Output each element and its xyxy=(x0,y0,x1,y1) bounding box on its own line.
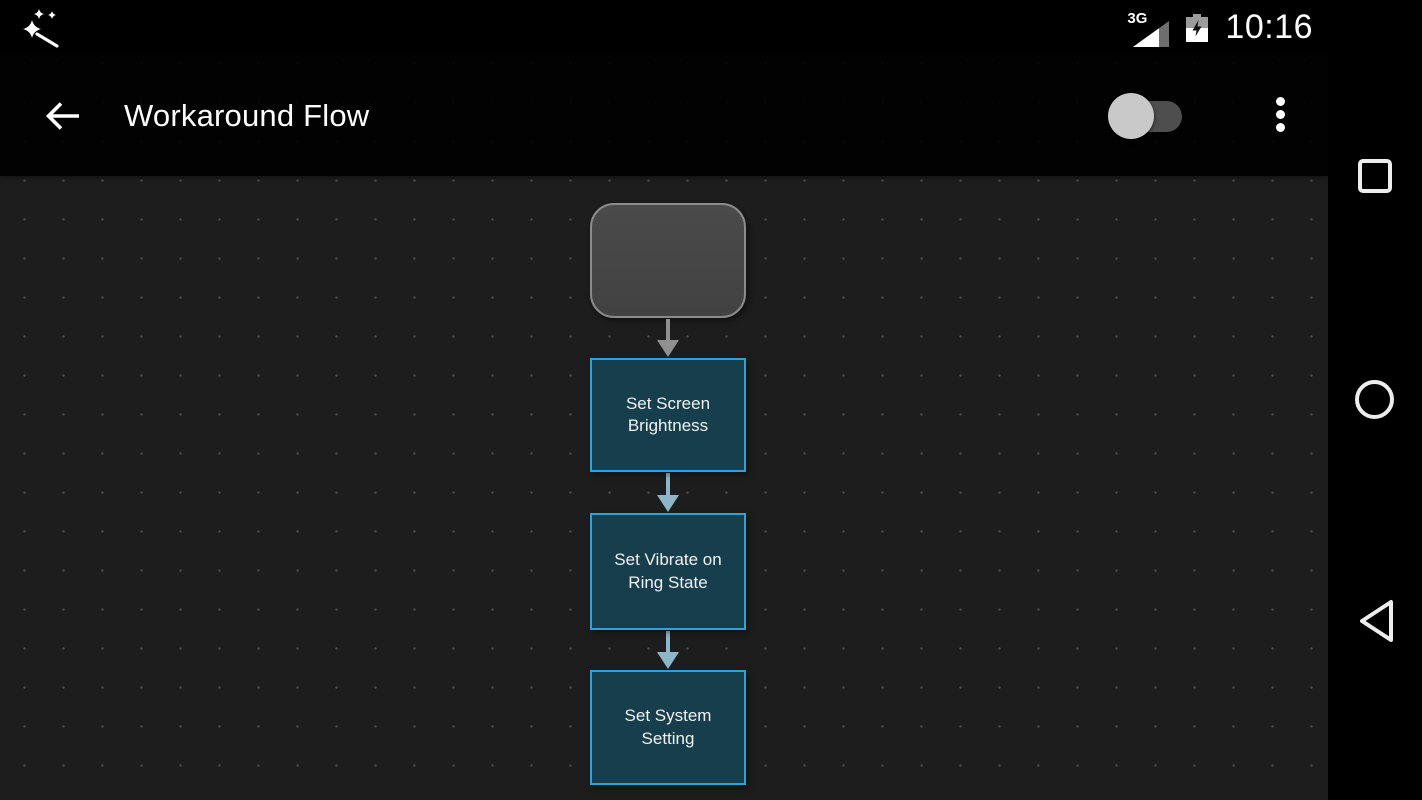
flow-node-set-screen-brightness[interactable]: Set Screen Brightness xyxy=(590,358,746,472)
overflow-menu-icon[interactable] xyxy=(1271,97,1289,137)
connector-arrow xyxy=(657,319,679,357)
flow-node-label: Set System Setting xyxy=(624,706,712,748)
connector-arrow xyxy=(657,631,679,669)
flow-canvas[interactable]: Set Screen Brightness Set Vibrate on Rin… xyxy=(0,55,1328,800)
app-bar: Workaround Flow xyxy=(0,55,1328,176)
home-button-icon[interactable] xyxy=(1355,380,1394,419)
back-button-icon[interactable] xyxy=(1357,598,1395,644)
connector-arrow xyxy=(657,473,679,512)
flow-node-set-system-setting[interactable]: Set System Setting xyxy=(590,670,746,785)
page-title: Workaround Flow xyxy=(124,97,370,133)
flow-node-label: Set Vibrate on Ring State xyxy=(614,550,722,592)
recents-button-icon[interactable] xyxy=(1358,159,1392,193)
status-bar-right: 3G 10:16 xyxy=(1127,0,1313,55)
flow-enabled-toggle[interactable] xyxy=(1108,92,1184,140)
status-bar: 3G 10:16 xyxy=(0,0,1328,55)
flow-node-label: Set Screen Brightness xyxy=(625,393,711,435)
back-arrow-icon[interactable] xyxy=(42,95,84,137)
battery-charging-icon xyxy=(1186,13,1209,42)
toggle-thumb xyxy=(1108,93,1154,139)
flow-node-set-vibrate-on-ring-state[interactable]: Set Vibrate on Ring State xyxy=(590,513,746,630)
network-type-label: 3G xyxy=(1127,9,1148,27)
flow-node-start[interactable] xyxy=(590,203,746,318)
signal-icon: 3G xyxy=(1127,9,1170,47)
clock: 10:16 xyxy=(1225,8,1313,46)
navigation-bar xyxy=(1328,0,1422,800)
magic-wand-icon xyxy=(23,9,59,48)
